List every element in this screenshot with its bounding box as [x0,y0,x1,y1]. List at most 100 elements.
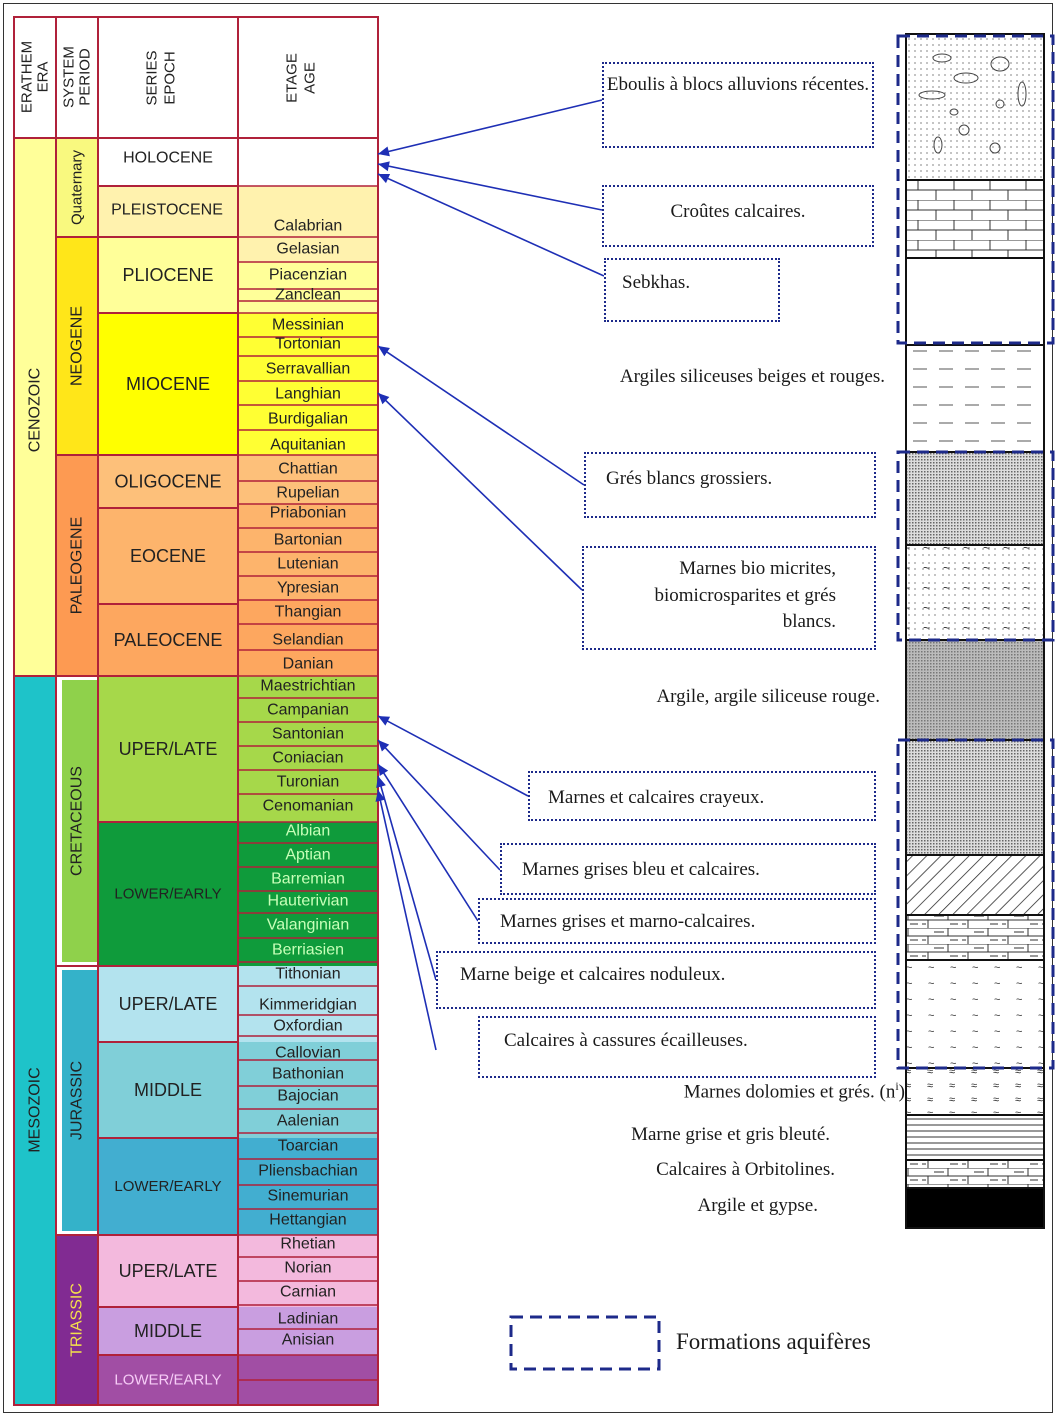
epoch-cell [97,821,239,967]
epoch-cell [97,454,239,509]
age-fill [238,1307,378,1355]
arrow-head [378,161,390,172]
period-cell [55,454,99,677]
age-label: Bajocian [277,1088,338,1105]
epoch-label: MIDDLE [134,1321,202,1341]
age-fill [238,237,378,262]
header-age: AGE [302,62,319,94]
epoch-label: UPER/LATE [119,994,218,1014]
age-label: Ypresian [277,580,339,597]
aquifer-box [896,450,1055,642]
age-label: Aptian [285,847,330,864]
arrow-head [378,346,390,357]
pebble [958,124,970,136]
link-arrow [377,99,603,155]
pebble [933,136,943,154]
age-fill [238,676,378,822]
era-cell [13,675,57,1406]
age-label: Turonian [277,774,340,791]
gres-blancs-box: Grés blancs grossiers. [584,452,876,518]
marne-beige-label: Marne beige et calcaires noduleux. [460,964,726,985]
lithology-layer [905,639,1045,741]
age-label: Coniacian [272,750,343,767]
epoch-label: PLIOCENE [122,265,213,285]
lithology-layer [905,1114,1045,1161]
link-arrow [377,763,479,922]
epoch-label: MIDDLE [134,1080,202,1100]
lithology-layer [905,344,1045,453]
age-fill [238,1235,378,1307]
period-cell [55,1234,99,1406]
age-label: Selandian [272,632,343,649]
link-arrow [377,739,501,871]
epoch-cell [97,675,239,823]
pebble [1017,81,1027,107]
lithology-layer [905,1159,1045,1189]
lithology-layer [905,914,1045,961]
age-label: Bartonian [274,532,343,549]
link-arrow [377,715,529,797]
arrow-head [378,393,390,405]
age-label: Albian [286,823,330,840]
gres-blancs-label: Grés blancs grossiers. [606,468,773,489]
age-label: Norian [284,1260,331,1277]
marnes-bio-label: Marnes bio micrites, biomicrosparites et… [654,558,836,633]
age-label: Cenomanian [263,798,354,815]
calcaires-cassures-box: Calcaires à cassures écailleuses. [478,1016,876,1078]
age-label: Chattian [278,461,338,478]
age-label: Aquitanian [270,437,346,454]
lithology-layer [905,1067,1045,1116]
header-row [13,16,379,139]
age-label: Calabrian [274,218,342,235]
pebble [990,56,1010,72]
age-label: Priabonian [270,505,347,522]
epoch-label: UPER/LATE [119,739,218,759]
lithology-layer [905,179,1045,259]
sebkhas-box: Sebkhas. [604,258,780,322]
epoch-label: MIOCENE [126,374,210,394]
period-label: CRETACEOUS [69,766,86,876]
pebble [918,90,946,100]
age-label: Carnian [280,1284,336,1301]
age-label: Thangian [275,604,342,621]
age-label: Pliensbachian [258,1163,358,1180]
epoch-label: LOWER/EARLY [114,1372,221,1389]
age-fill [238,262,378,301]
age-fill [238,301,378,313]
link-arrow [377,345,585,486]
epoch-label: LOWER/EARLY [114,886,221,903]
age-label: Valanginian [267,917,349,934]
period-label: PALEOGENE [69,517,86,615]
epoch-label: PALEOCENE [114,630,223,650]
arrow-head [378,740,390,752]
epoch-cell [97,236,239,314]
age-label: Santonian [272,726,344,743]
pebble [989,142,1001,154]
age-label: Barremian [271,871,345,888]
aquifer-box [896,34,1055,345]
arrow-head [376,776,386,788]
link-arrow [377,392,583,591]
marnes-marno-label: Marnes grises et marno-calcaires. [500,911,756,932]
age-label: Piacenzian [269,267,347,284]
epoch-cell [97,1137,239,1236]
lithology-layer [905,854,1045,916]
pebble [949,108,959,116]
age-fill [238,1042,378,1138]
period-label: Quaternary [69,149,86,225]
pebble [932,53,952,63]
marnes-dolomies-label: Marnes dolomies et grés. (ni) [683,1079,905,1103]
arrow-head [378,716,391,726]
link-arrow [377,163,603,211]
age-label: Hettangian [269,1212,346,1229]
age-label: Tortonian [275,336,341,353]
age-label: Danian [283,656,334,673]
header-series: SERIES [144,50,161,105]
epoch-cell [97,312,239,456]
age-label: Kimmeridgian [259,997,357,1014]
epoch-label: OLIGOCENE [114,472,221,492]
age-fill [238,313,378,455]
arrow-head [378,146,390,157]
aquifer-box [896,738,1055,1070]
age-fill [238,186,378,237]
